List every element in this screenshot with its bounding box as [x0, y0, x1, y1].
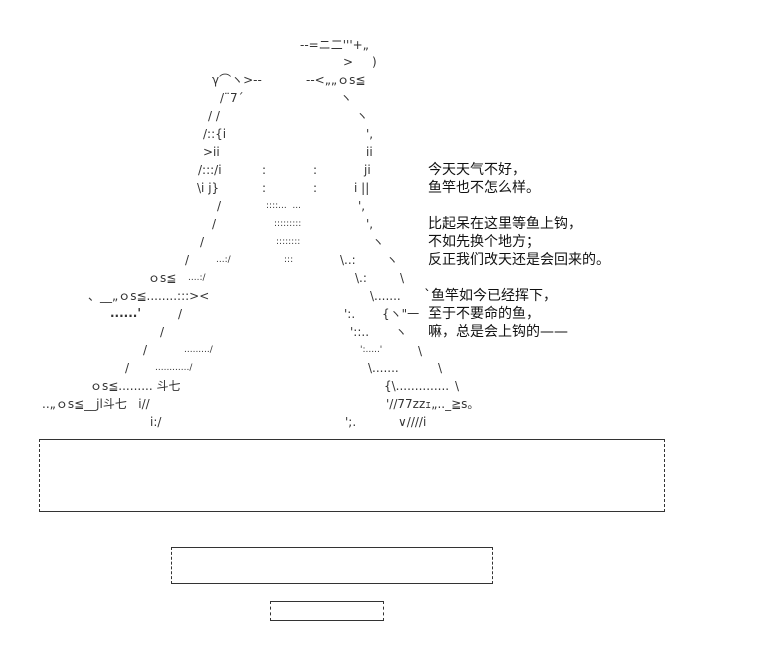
art-line: :	[262, 181, 267, 195]
art-line: ........./	[184, 345, 213, 355]
art-line: >ii	[203, 145, 220, 159]
art-line: ji	[364, 163, 371, 177]
art-line: '//77zzｪ„.._≧s。	[386, 397, 480, 411]
dialogue-line: 比起呆在这里等鱼上钩，	[428, 216, 582, 232]
dialogue-line: 反正我们改天还是会回来的。	[428, 252, 610, 268]
art-line: ':.....'	[360, 345, 383, 355]
art-line: ',	[366, 127, 374, 141]
medium-text-box	[171, 547, 493, 584]
art-line: \i j}	[197, 181, 220, 195]
art-line: :	[313, 163, 318, 177]
art-line: \	[400, 271, 405, 285]
art-line: {\..............	[384, 379, 450, 393]
art-line: ii	[366, 145, 373, 159]
art-line: :	[262, 163, 267, 177]
small-text-box	[270, 601, 384, 621]
art-line: --<„„ｏs≦	[306, 73, 366, 87]
art-line: γ⌒ヽ>--	[212, 73, 262, 87]
art-line: /	[212, 217, 217, 231]
art-line: i:/	[150, 415, 162, 429]
art-line: ';.	[345, 415, 357, 429]
art-line: ヽ	[340, 91, 353, 105]
art-line: :::::::::	[274, 219, 302, 229]
art-line: /	[143, 343, 148, 357]
art-line: /	[160, 325, 165, 339]
art-line: ヽ	[386, 253, 399, 267]
art-line: /	[125, 361, 130, 375]
art-line: ',	[358, 199, 366, 213]
art-line: ............/	[155, 363, 193, 373]
art-line: ..„ｏs≦__jl斗七 i//	[42, 397, 150, 411]
art-line: /	[217, 199, 222, 213]
art-line: ::::... ...	[266, 201, 302, 211]
art-line: '::..	[350, 325, 370, 339]
art-line: /::{i	[203, 127, 227, 141]
art-line: :	[313, 181, 318, 195]
art-line: / /	[208, 109, 220, 123]
art-line: \	[438, 361, 443, 375]
art-line: /	[178, 307, 183, 321]
dialogue-line: `鱼竿如今已经挥下，	[424, 288, 557, 304]
dialogue-line: 至于不要命的鱼，	[428, 306, 540, 322]
art-line: 、__„ｏs≦........:::><	[88, 289, 210, 303]
art-line: \.:	[355, 271, 367, 285]
art-line: \.......	[368, 361, 399, 375]
art-line: \..:	[340, 253, 356, 267]
art-line: \.......	[370, 289, 401, 303]
art-line: /	[200, 235, 205, 249]
art-line: ....:/	[188, 273, 206, 283]
art-line: --=ニ二'''+„	[300, 38, 369, 52]
art-line: /¨7´	[220, 91, 244, 105]
art-line: ...:/	[216, 255, 231, 265]
art-line: ヽ	[356, 109, 369, 123]
art-line: ヽ	[372, 235, 385, 249]
art-line: i ||	[354, 181, 370, 195]
art-line: ｏs≦......... 斗七	[90, 379, 181, 393]
art-line: ::::::::	[276, 237, 301, 247]
art-line: ∨////i	[398, 415, 427, 429]
art-line: )	[372, 55, 377, 69]
art-line: /	[185, 253, 190, 267]
large-text-box	[39, 439, 665, 512]
art-line: \	[418, 344, 423, 358]
art-line: ',	[366, 217, 374, 231]
art-line: ｏs≦	[148, 271, 177, 285]
art-line: \	[455, 379, 460, 393]
dialogue-line: 鱼竿也不怎么样。	[428, 180, 540, 196]
art-line: ......'	[110, 306, 142, 320]
dialogue-line: 嘛，总是会上钩的——	[428, 324, 568, 340]
art-line: /:::/i	[198, 163, 222, 177]
art-line: {ヽ"一	[382, 307, 420, 321]
dialogue-line: 不如先换个地方；	[428, 234, 540, 250]
dialogue-line: 今天天气不好，	[428, 162, 526, 178]
art-line: :::	[284, 255, 294, 265]
art-line: >	[343, 55, 354, 69]
art-line: ヽ	[395, 325, 408, 339]
art-line: ':.	[344, 307, 356, 321]
